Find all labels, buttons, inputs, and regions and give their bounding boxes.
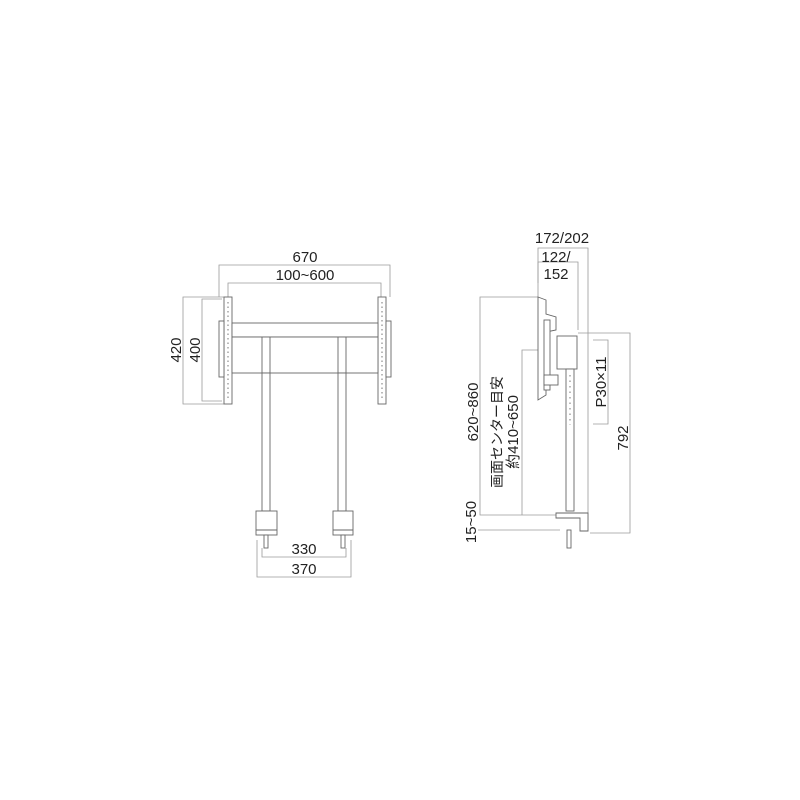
mount-frame (218, 296, 392, 512)
post-height-label: 792 (615, 425, 632, 450)
side-profile (537, 296, 589, 549)
plate-depth-label-2: 152 (543, 266, 568, 283)
screen-center-label: 画面センター目安 (490, 376, 506, 488)
clamp-outer-label: 370 (291, 561, 316, 578)
plate-depth-label-1: 122/ (541, 249, 571, 266)
vesa-width-label: 100~600 (276, 267, 335, 284)
desk-thickness-label: 15~50 (463, 501, 480, 543)
dimension-lines (182, 264, 391, 578)
desk-clamps (255, 510, 354, 549)
dimension-lines (478, 247, 631, 534)
overall-height-label: 420 (168, 337, 185, 362)
clamp-inner-label: 330 (291, 541, 316, 558)
pitch-label: P30×11 (593, 356, 610, 407)
overall-height-label: 620~860 (465, 383, 482, 442)
vesa-height-label: 400 (187, 337, 204, 362)
side-view: 172/202 122/ 152 620~860 画面センター目安 約410~6… (463, 230, 632, 549)
total-depth-label: 172/202 (535, 230, 589, 247)
screen-center-range: 約410~650 (505, 395, 522, 469)
overall-width-label: 670 (292, 249, 317, 266)
front-view: 670 100~600 420 400 330 370 (168, 249, 392, 578)
